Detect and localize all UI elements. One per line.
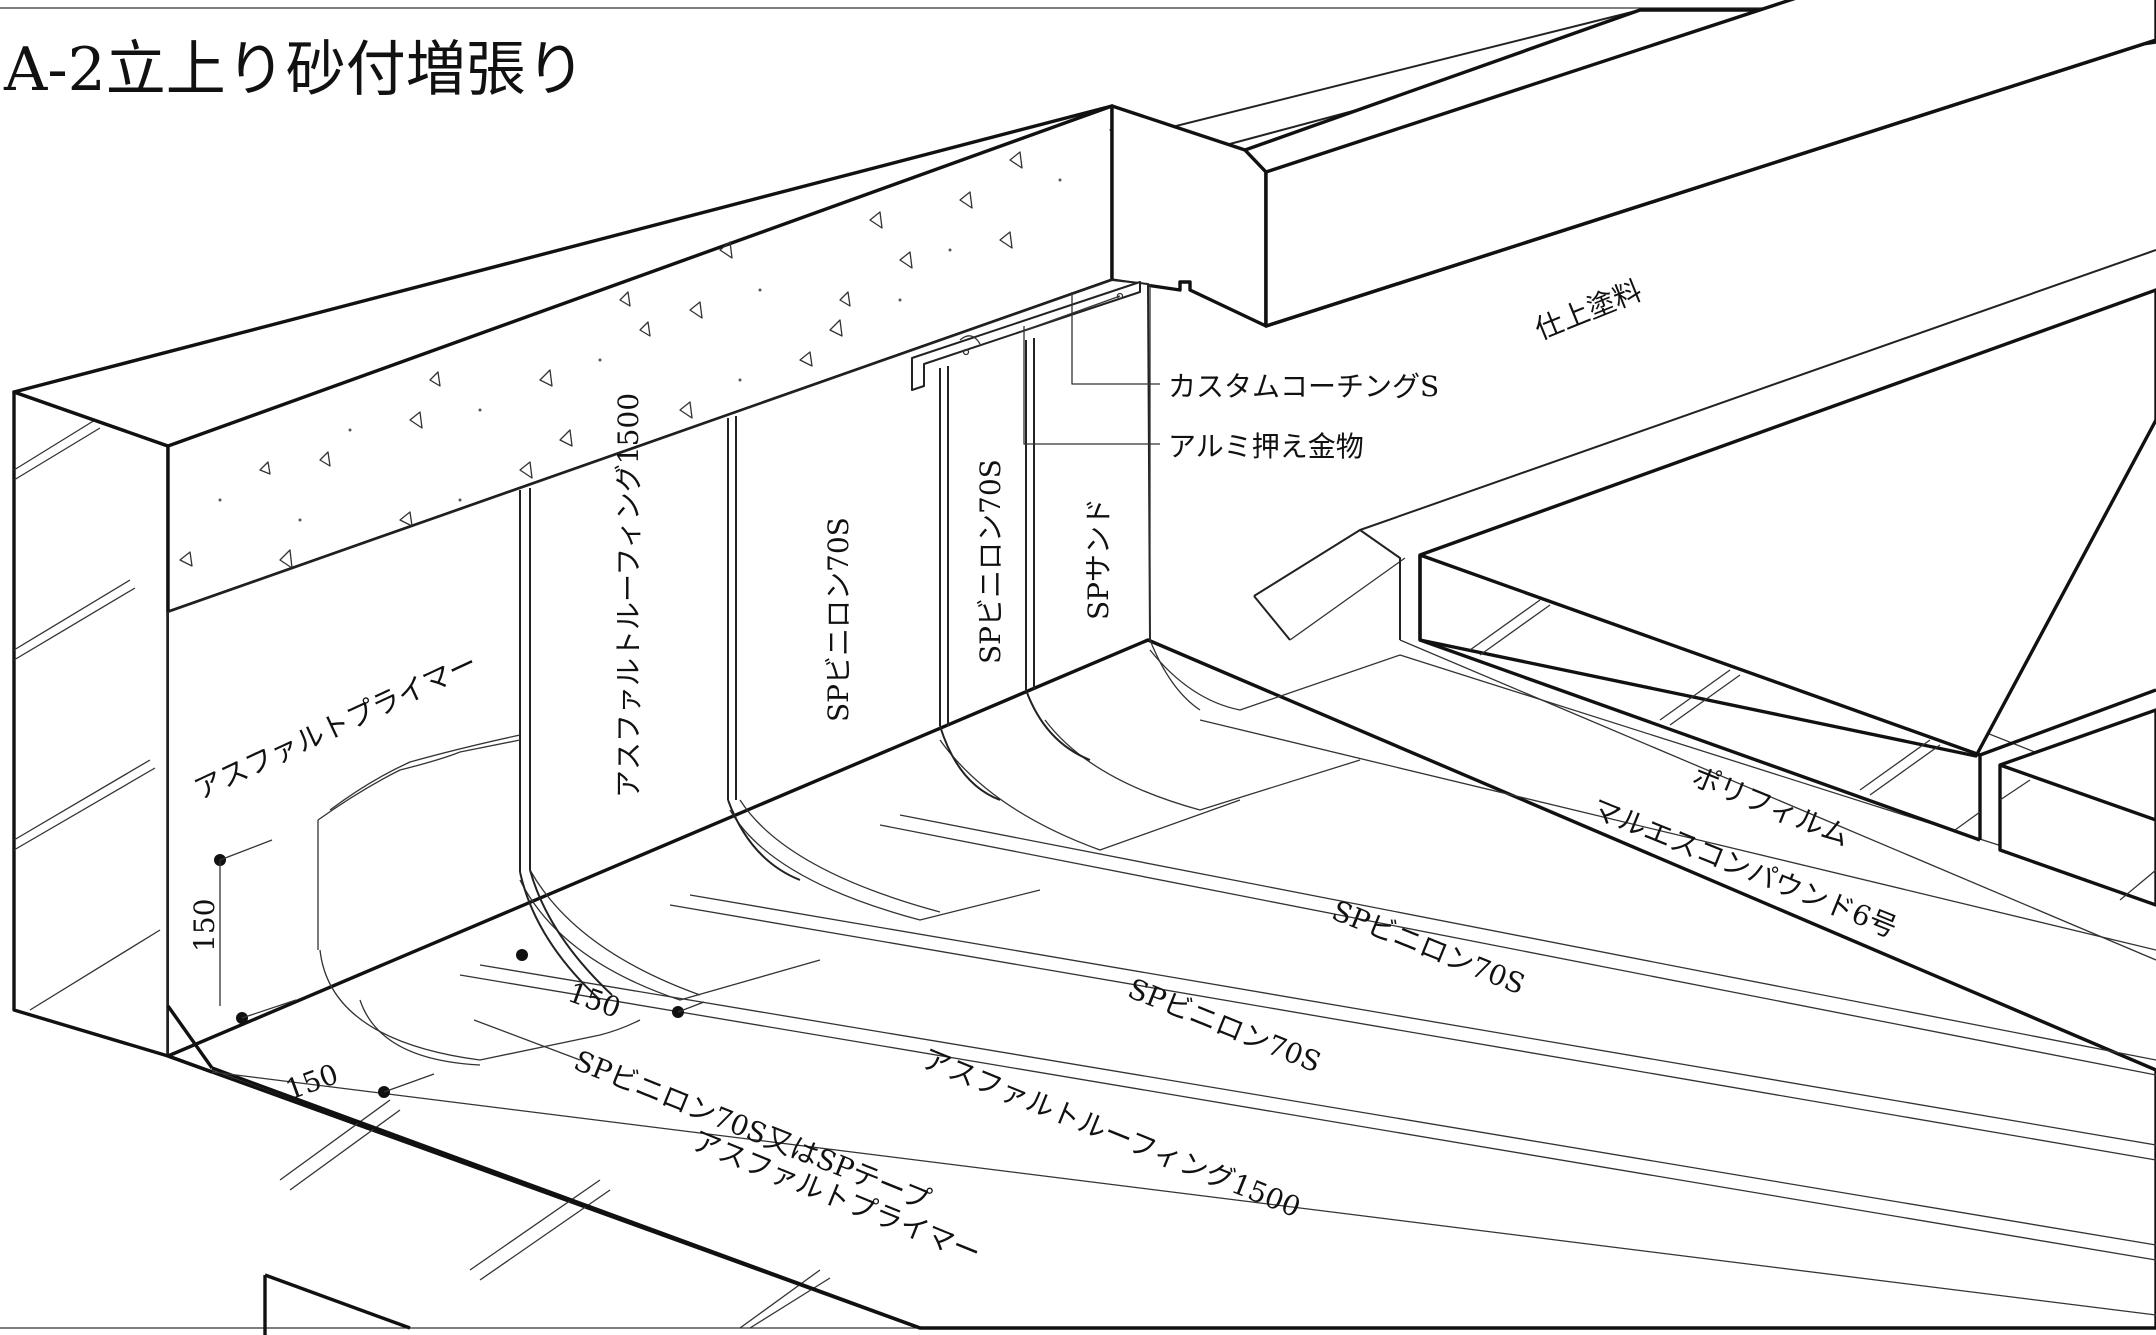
label-sp-vinylon-wall-mid: SPビニロン70S xyxy=(822,517,855,722)
wall-face xyxy=(167,279,1151,1057)
aluminum-bar-and-sealant xyxy=(911,281,1141,391)
floor-membrane-layers xyxy=(211,579,2156,1316)
right-floor-edge xyxy=(1253,249,2156,961)
corner-sheet-steps xyxy=(319,649,1401,1066)
label-asphalt-roofing-wall: アスファルトルーフィング1500 xyxy=(612,393,645,798)
label-finish-paint: 仕上塗料 xyxy=(1530,274,1646,347)
right-parapet-block xyxy=(1110,0,2156,328)
label-aluminum-bar: アルミ押え金物 xyxy=(1168,430,1364,463)
parapet-end-face xyxy=(12,390,170,1058)
label-custom-caulking: カスタムコーチングS xyxy=(1168,370,1439,403)
label-sp-vinylon-wall-right: SPビニロン70S xyxy=(974,459,1007,664)
wall-membrane-strips xyxy=(317,284,1201,1001)
leader-lines xyxy=(214,292,1160,1098)
drawing-title: A-2立上り砂付増張り xyxy=(3,35,586,105)
floor-slab xyxy=(166,638,2156,1335)
dimension-vertical-150: 150 xyxy=(188,899,221,952)
label-sp-sand: SPサンド xyxy=(1082,498,1115,620)
